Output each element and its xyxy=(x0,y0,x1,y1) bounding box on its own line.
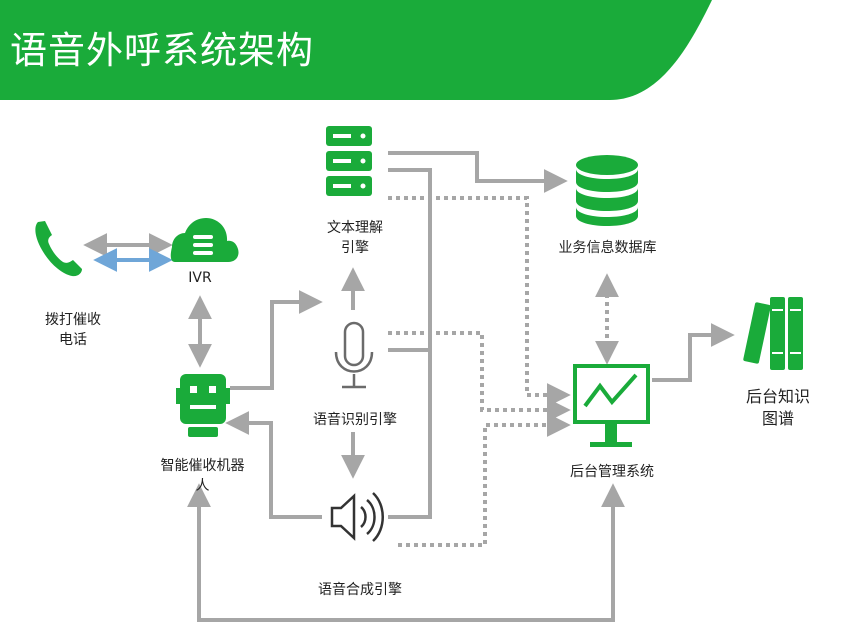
asr-backend-dotted-arrow xyxy=(388,331,571,422)
robot-label-line2: 人 xyxy=(195,478,210,494)
phone-label-line1: 拨打催收 xyxy=(45,312,101,328)
phone-label: 拨打催收 电话 xyxy=(28,310,118,350)
tts-backend-dotted-arrow xyxy=(398,413,571,547)
books-icon xyxy=(743,297,803,370)
engine-bus-line xyxy=(388,168,432,519)
robot-label-line1: 智能催收机器 xyxy=(160,458,245,474)
phone-icon xyxy=(35,221,82,277)
speaker-icon xyxy=(330,492,384,542)
page-title: 语音外呼系统架构 xyxy=(10,29,314,72)
robot-asr-arrow xyxy=(230,290,323,390)
backend-label: 后台管理系统 xyxy=(570,464,654,480)
monitor-chart-icon xyxy=(573,364,650,447)
phone-label-line2: 电话 xyxy=(59,332,87,348)
microphone-icon xyxy=(334,321,374,389)
asr-label: 语音识别引擎 xyxy=(313,412,397,428)
robot-icon xyxy=(176,374,230,437)
knowledge-label-line1: 后台知识 xyxy=(745,387,810,406)
nlu-label: 文本理解 引擎 xyxy=(315,218,395,258)
robot-backend-loop-arrow xyxy=(187,483,625,622)
ivr-label: IVR xyxy=(188,270,212,286)
database-label: 业务信息数据库 xyxy=(558,240,657,256)
backend-knowledge-arrow xyxy=(652,323,735,382)
knowledge-label: 后台知识 图谱 xyxy=(733,386,823,430)
cloud-icon xyxy=(170,218,239,262)
robot-label: 智能催收机器 人 xyxy=(145,456,260,496)
nlu-database-arrow xyxy=(388,151,568,193)
knowledge-label-line2: 图谱 xyxy=(761,409,794,428)
server-icon xyxy=(326,126,372,196)
database-icon xyxy=(576,155,638,226)
nlu-label-line1: 文本理解 xyxy=(327,220,383,236)
tts-label: 语音合成引擎 xyxy=(318,582,402,598)
header-banner xyxy=(0,0,712,100)
nlu-backend-dotted-arrow xyxy=(388,196,571,407)
tts-robot-arrow xyxy=(225,411,322,519)
nlu-label-line2: 引擎 xyxy=(341,240,369,256)
